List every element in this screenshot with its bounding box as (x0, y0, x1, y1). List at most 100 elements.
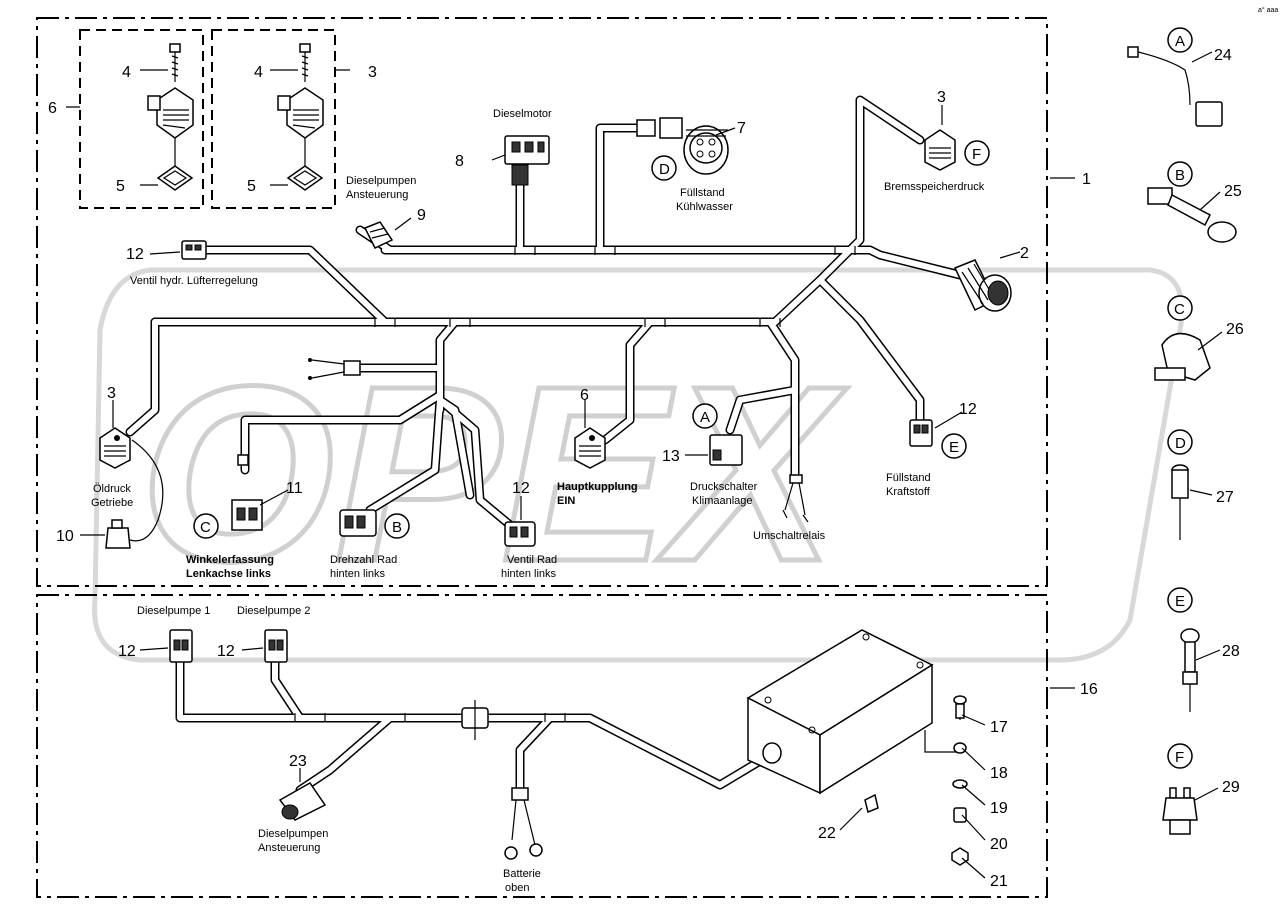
num-27: 27 (1216, 489, 1234, 506)
num-3-detail: 3 (368, 64, 377, 81)
num-20: 20 (990, 836, 1008, 853)
connector-23-diesel-pump-control (278, 782, 327, 821)
letter-e-1: E (949, 439, 959, 456)
label-umschaltrelais: Umschaltrelais (753, 530, 826, 542)
num-4-b: 4 (254, 64, 263, 81)
label-hauptkupplung-1: Hauptkupplung (557, 481, 638, 493)
letter-e-2: E (1175, 593, 1185, 610)
letter-f-2: F (1175, 749, 1184, 766)
connector-12-fuel-level (909, 419, 933, 447)
connector-2-round-plug (953, 259, 1012, 312)
num-7: 7 (737, 120, 746, 137)
num-4-a: 4 (122, 64, 131, 81)
letter-b-2: B (1175, 167, 1185, 184)
label-batterie-1: Batterie (503, 868, 541, 880)
num-25: 25 (1224, 183, 1242, 200)
frame-harness-16 (36, 594, 1048, 898)
num-3-oil: 3 (107, 385, 116, 402)
connector-13-ac-switch (709, 434, 743, 466)
letter-a-1: A (700, 409, 710, 426)
label-drehzahl-2: hinten links (330, 568, 386, 580)
detail-solenoid-6 (147, 43, 194, 191)
label-ventil-rad-1: Ventil Rad (507, 554, 557, 566)
label-dieselpumpen-1: Dieselpumpen (346, 175, 416, 187)
connector-12-fan-valve (181, 240, 207, 260)
num-16: 16 (1080, 681, 1098, 698)
num-10: 10 (56, 528, 74, 545)
label-fuellstand-ks-2: Kraftstoff (886, 486, 931, 498)
connector-3-oil-pressure (99, 427, 164, 542)
part-28-level-sensor (1180, 628, 1200, 712)
num-9: 9 (417, 207, 426, 224)
label-druckschalter-1: Druckschalter (690, 481, 758, 493)
label-winkel-1: Winkelerfassung (186, 554, 274, 566)
connector-11-angle-sensor (231, 454, 263, 531)
connector-7-coolant-sensor (636, 117, 729, 175)
num-5-a: 5 (116, 178, 125, 195)
num-29: 29 (1222, 779, 1240, 796)
letter-a-2: A (1175, 33, 1185, 50)
connector-b-speed-sensor (339, 509, 377, 537)
num-19: 19 (990, 800, 1008, 817)
part-27-pressure-switch (1171, 464, 1189, 540)
label-druckschalter-2: Klimaanlage (692, 495, 753, 507)
num-21: 21 (990, 873, 1008, 890)
control-box (746, 629, 960, 795)
grommet-clip (461, 700, 489, 740)
battery-lead (504, 787, 543, 860)
num-24: 24 (1214, 47, 1232, 64)
num-6-detail: 6 (48, 100, 57, 117)
label-ventil-rad-2: hinten links (501, 568, 557, 580)
connector-3-brake-pressure (924, 129, 956, 171)
label-dieselpumpen-2: Ansteuerung (346, 189, 408, 201)
part-25-speed-sensor (1147, 187, 1237, 243)
letter-d-1: D (659, 161, 670, 178)
connector-12-diesel-pump-2 (264, 629, 288, 663)
label-fuellstand-ks-1: Füllstand (886, 472, 931, 484)
part-29-temp-switch (1162, 787, 1198, 835)
num-23: 23 (289, 753, 307, 770)
num-18: 18 (990, 765, 1008, 782)
fastener-stack (864, 695, 969, 866)
part-24-sensor-cable (1127, 46, 1223, 127)
num-26: 26 (1226, 321, 1244, 338)
num-5-b: 5 (247, 178, 256, 195)
connector-12-diesel-pump-1 (169, 629, 193, 663)
num-12-fan: 12 (126, 246, 144, 263)
letter-c-1: C (200, 519, 211, 536)
label-drehzahl-1: Drehzahl Rad (330, 554, 397, 566)
num-6-clutch: 6 (580, 387, 589, 404)
label-oeldruck-1: Öldruck (93, 483, 131, 495)
circle-letters: D F C B A E A B C D E F (193, 27, 1193, 769)
num-12-pump2: 12 (217, 643, 235, 660)
label-oeldruck-2: Getriebe (91, 497, 133, 509)
letter-f-1: F (972, 146, 981, 163)
connector-12-wheel-valve (504, 521, 536, 547)
num-8: 8 (455, 153, 464, 170)
label-fuellstand-kw-1: Füllstand (680, 187, 725, 199)
sensor-10-oil-switch (105, 519, 131, 549)
watermark-text: OPEX (140, 334, 848, 613)
num-3-brake: 3 (937, 89, 946, 106)
part-26-angle-sensor (1154, 332, 1211, 381)
connector-8-diesel-motor (504, 135, 550, 186)
num-22: 22 (818, 825, 836, 842)
connector-9-diesel-pump (363, 221, 394, 249)
label-bremsspeicher: Bremsspeicherdruck (884, 181, 985, 193)
watermark: OPEX (92, 267, 1185, 663)
label-batterie-2: oben (505, 882, 529, 894)
relay-leads (782, 474, 809, 523)
frame-harness-1 (36, 17, 1048, 587)
connector-6-main-clutch (574, 427, 606, 469)
label-dp-ansteuerung-2: Ansteuerung (258, 842, 320, 854)
label-hauptkupplung-2: EIN (557, 495, 575, 507)
num-2: 2 (1020, 245, 1029, 262)
frame-detail-3 (211, 29, 336, 209)
letter-c-2: C (1174, 301, 1185, 318)
detail-solenoid-3 (277, 43, 324, 191)
text-labels: Dieselmotor Dieselpumpen Ansteuerung Fül… (91, 108, 985, 894)
num-12-fuel: 12 (959, 401, 977, 418)
label-fuellstand-kw-2: Kühlwasser (676, 201, 733, 213)
label-winkel-2: Lenkachse links (186, 568, 271, 580)
num-12-wheel-valve: 12 (512, 480, 530, 497)
